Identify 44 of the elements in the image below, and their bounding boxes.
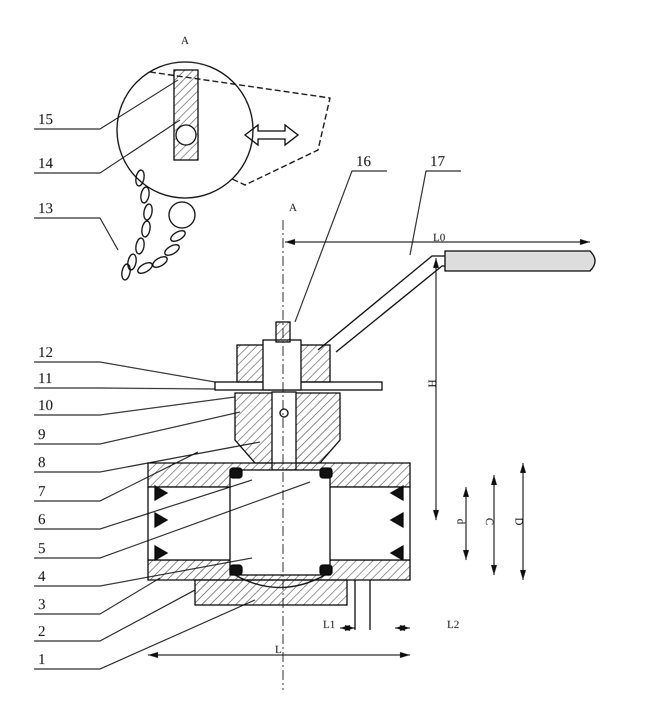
- leader-line: [34, 388, 216, 390]
- leader-line: [34, 480, 252, 530]
- callout-number: 5: [38, 542, 46, 557]
- dimension-label: H: [425, 380, 436, 388]
- leader-line: [34, 600, 256, 670]
- dimension-label: A: [289, 203, 297, 214]
- leader-line: [34, 558, 252, 586]
- callout-number: 7: [38, 485, 46, 500]
- leader-line: [410, 170, 462, 256]
- leader-line: [34, 218, 118, 250]
- leader-line: [34, 452, 198, 502]
- leader-line: [34, 578, 160, 614]
- dimension-label: D: [512, 518, 524, 526]
- dimension-label: L0: [433, 233, 446, 244]
- leader-line: [34, 396, 236, 416]
- callout-number: 14: [38, 157, 53, 172]
- leader-line: [34, 120, 180, 174]
- leader-line: [34, 590, 196, 642]
- callout-number: 13: [38, 202, 53, 217]
- callout-number: 8: [38, 456, 46, 471]
- leader-line: [294, 170, 388, 322]
- leader-line: [34, 482, 310, 558]
- callout-number: 11: [38, 372, 52, 387]
- callout-number: 2: [38, 625, 46, 640]
- callout-number: 1: [38, 653, 46, 668]
- callout-number: 15: [38, 113, 53, 128]
- leader-line: [34, 80, 178, 130]
- callout-number: 12: [38, 346, 53, 361]
- callout-number: 6: [38, 513, 46, 528]
- leader-line: [34, 412, 240, 444]
- callout-number: 9: [38, 428, 46, 443]
- dimension-label: L: [275, 645, 282, 656]
- callout-number: 4: [38, 570, 46, 585]
- callout-number: 16: [356, 155, 371, 170]
- dimension-label: A: [181, 36, 189, 47]
- callout-number: 17: [430, 155, 445, 170]
- dimension-label: L2: [447, 620, 460, 631]
- dimension-label: L1: [323, 620, 336, 631]
- leader-line: [34, 442, 260, 472]
- dimension-label: d: [454, 518, 466, 524]
- dimension-label: C: [483, 518, 494, 526]
- leader-line: [34, 362, 216, 382]
- callout-number: 3: [38, 598, 46, 613]
- callout-number: 10: [38, 399, 53, 414]
